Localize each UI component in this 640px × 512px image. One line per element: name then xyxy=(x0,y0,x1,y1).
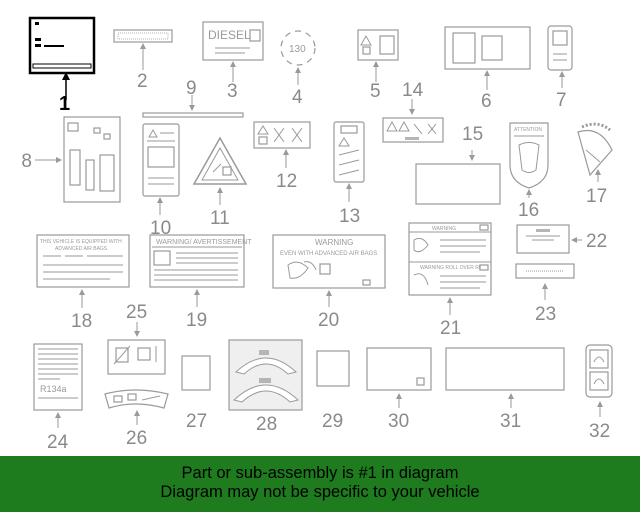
callout-numbers: 1 2 3 4 5 6 7 8 9 10 11 12 13 14 15 16 1… xyxy=(21,71,610,453)
callout-13: 13 xyxy=(339,206,360,227)
callout-10: 10 xyxy=(150,218,171,239)
label-part-9[interactable] xyxy=(142,95,244,118)
label-part-16[interactable]: ATTENTION xyxy=(509,122,549,198)
banner-line-2: Diagram may not be specific to your vehi… xyxy=(160,483,480,501)
label-part-23[interactable] xyxy=(515,263,575,300)
label-part-17[interactable] xyxy=(577,122,613,182)
banner-line-1: Part or sub-assembly is #1 in diagram xyxy=(181,464,459,482)
label-part-5[interactable] xyxy=(357,29,399,82)
callout-20: 20 xyxy=(318,310,339,331)
label-part-28[interactable] xyxy=(228,339,303,411)
callout-5: 5 xyxy=(370,81,381,102)
label-part-14[interactable] xyxy=(382,99,444,143)
label-part-26[interactable] xyxy=(104,389,169,425)
callout-11: 11 xyxy=(210,208,230,229)
label-part-6[interactable] xyxy=(444,26,531,90)
rollover-text: WARNING ROLL OVER RISK xyxy=(420,265,488,271)
callout-28: 28 xyxy=(256,414,277,435)
warning-avert-text: WARNING/ AVERTISSEMENT xyxy=(156,239,252,246)
label-part-18[interactable]: THIS VEHICLE IS EQUIPPED WITH ADVANCED A… xyxy=(36,234,130,308)
label-part-15[interactable] xyxy=(415,150,501,205)
equipped-line2: ADVANCED AIR BAGS xyxy=(55,246,108,252)
label-part-30[interactable] xyxy=(366,347,432,408)
label-part-4[interactable]: 130 xyxy=(280,30,316,85)
callout-30: 30 xyxy=(388,411,409,432)
callout-27: 27 xyxy=(186,411,207,432)
callout-17: 17 xyxy=(586,186,607,207)
callout-22: 22 xyxy=(586,231,607,252)
label-part-29[interactable] xyxy=(316,350,350,387)
label-part-21[interactable]: WARNING WARNING ROLL OVER RISK xyxy=(408,222,492,315)
label-part-12[interactable] xyxy=(253,121,311,168)
callout-19: 19 xyxy=(186,310,207,331)
callout-18: 18 xyxy=(71,311,92,332)
label-part-25[interactable] xyxy=(107,322,166,375)
label-part-11[interactable] xyxy=(192,136,248,205)
callout-29: 29 xyxy=(322,411,343,432)
warning-text: WARNING xyxy=(315,238,353,247)
label-part-3[interactable]: DIESEL xyxy=(202,21,264,82)
callout-7: 7 xyxy=(556,90,567,111)
callout-24: 24 xyxy=(47,432,69,453)
label-part-1[interactable] xyxy=(28,16,96,100)
callout-9: 9 xyxy=(186,78,197,99)
label-part-22[interactable] xyxy=(516,224,582,254)
callout-31: 31 xyxy=(500,411,521,432)
label-part-24[interactable]: R134a xyxy=(33,343,83,428)
label-part-10[interactable] xyxy=(142,123,180,215)
callout-12: 12 xyxy=(276,171,297,192)
callout-2: 2 xyxy=(137,71,148,92)
callout-23: 23 xyxy=(535,304,556,325)
disclaimer-banner: Part or sub-assembly is #1 in diagram Di… xyxy=(0,456,640,512)
callout-4: 4 xyxy=(292,87,303,108)
speed-text: 130 xyxy=(289,44,306,55)
callout-26: 26 xyxy=(126,428,147,449)
callout-8: 8 xyxy=(21,151,32,172)
label-part-20[interactable]: WARNING EVEN WITH ADVANCED AIR BAGS xyxy=(272,234,386,307)
equipped-line1: THIS VEHICLE IS EQUIPPED WITH xyxy=(40,239,122,245)
callout-14: 14 xyxy=(402,80,424,101)
label-part-27[interactable] xyxy=(181,355,211,391)
attention-text: ATTENTION xyxy=(514,127,542,133)
callout-3: 3 xyxy=(227,81,238,102)
callout-25: 25 xyxy=(126,302,147,323)
callout-16: 16 xyxy=(518,200,539,221)
callout-21: 21 xyxy=(440,318,461,339)
callout-6: 6 xyxy=(481,91,492,112)
callout-15: 15 xyxy=(462,124,483,145)
warning-small-text: WARNING xyxy=(432,226,456,232)
callout-1: 1 xyxy=(59,93,70,115)
even-with-text: EVEN WITH ADVANCED AIR BAGS xyxy=(280,251,377,257)
label-part-13[interactable] xyxy=(333,121,365,202)
label-part-7[interactable] xyxy=(547,25,573,88)
refrigerant-text: R134a xyxy=(40,384,67,394)
callout-32: 32 xyxy=(589,421,610,442)
diesel-text: DIESEL xyxy=(208,28,251,42)
label-part-8[interactable] xyxy=(35,116,121,203)
label-part-31[interactable] xyxy=(445,347,565,408)
parts-diagram: DIESEL 130 xyxy=(21,16,613,453)
label-part-2[interactable] xyxy=(113,29,173,70)
label-part-32[interactable] xyxy=(585,344,613,417)
label-part-19[interactable]: WARNING/ AVERTISSEMENT xyxy=(149,234,252,307)
